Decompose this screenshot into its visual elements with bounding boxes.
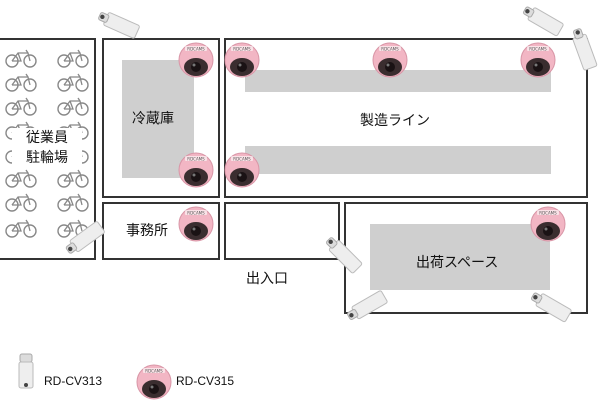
office-label: 事務所 (126, 223, 168, 239)
bicycle-icon (4, 218, 38, 242)
side-room (224, 202, 340, 260)
dome-camera-icon: RDCAMS (222, 42, 262, 86)
bullet-camera-icon (343, 287, 393, 330)
bicycle-icon (4, 192, 38, 216)
svg-text:RDCAMS: RDCAMS (381, 47, 399, 52)
svg-text:RDCAMS: RDCAMS (187, 211, 205, 216)
dome-camera-icon: RDCAMS (176, 42, 216, 86)
svg-text:RDCAMS: RDCAMS (145, 369, 163, 374)
bicycle-icon (56, 96, 90, 120)
dome-camera-icon: RDCAMS (370, 42, 410, 86)
production-label: 製造ライン (360, 113, 430, 129)
svg-text:RDCAMS: RDCAMS (233, 157, 251, 162)
dome-camera-icon: RDCAMS (518, 42, 558, 86)
freezer-floor (122, 60, 194, 178)
parking-label: 従業員 駐輪場 (12, 128, 82, 168)
svg-text:RDCAMS: RDCAMS (539, 211, 557, 216)
dome-camera-icon: RDCAMS (222, 152, 262, 196)
svg-text:RDCAMS: RDCAMS (529, 47, 547, 52)
dome-camera-icon: RDCAMS (176, 152, 216, 196)
shipping-label: 出荷スペース (416, 255, 499, 271)
legend-dome-camera-icon: RDCAMS (134, 364, 174, 402)
svg-text:RDCAMS: RDCAMS (187, 47, 205, 52)
bicycle-icon (4, 48, 38, 72)
freezer-label: 冷蔵庫 (132, 111, 174, 127)
bicycle-icon (4, 168, 38, 192)
legend-bullet-camera-icon (16, 352, 36, 394)
bicycle-icon (56, 72, 90, 96)
bicycle-icon (4, 72, 38, 96)
dome-camera-icon: RDCAMS (528, 206, 568, 250)
legend-dome-model: RD-CV315 (176, 374, 235, 388)
entrance-label: 出入口 (246, 271, 288, 287)
production-belt-top (245, 70, 551, 92)
bullet-camera-icon (517, 1, 567, 44)
bicycle-icon (56, 192, 90, 216)
dome-camera-icon: RDCAMS (176, 206, 216, 250)
legend-bullet-model: RD-CV313 (44, 374, 103, 388)
production-belt-bottom (245, 146, 551, 174)
bullet-camera-icon (61, 217, 111, 262)
bullet-camera-icon (563, 25, 600, 75)
svg-text:RDCAMS: RDCAMS (187, 157, 205, 162)
bicycle-icon (56, 48, 90, 72)
bicycle-icon (56, 168, 90, 192)
shipping-floor (370, 224, 550, 290)
bullet-camera-icon (318, 232, 366, 280)
svg-text:RDCAMS: RDCAMS (233, 47, 251, 52)
bicycle-icon (4, 96, 38, 120)
bullet-camera-icon (93, 6, 143, 46)
bullet-camera-icon (525, 287, 575, 330)
